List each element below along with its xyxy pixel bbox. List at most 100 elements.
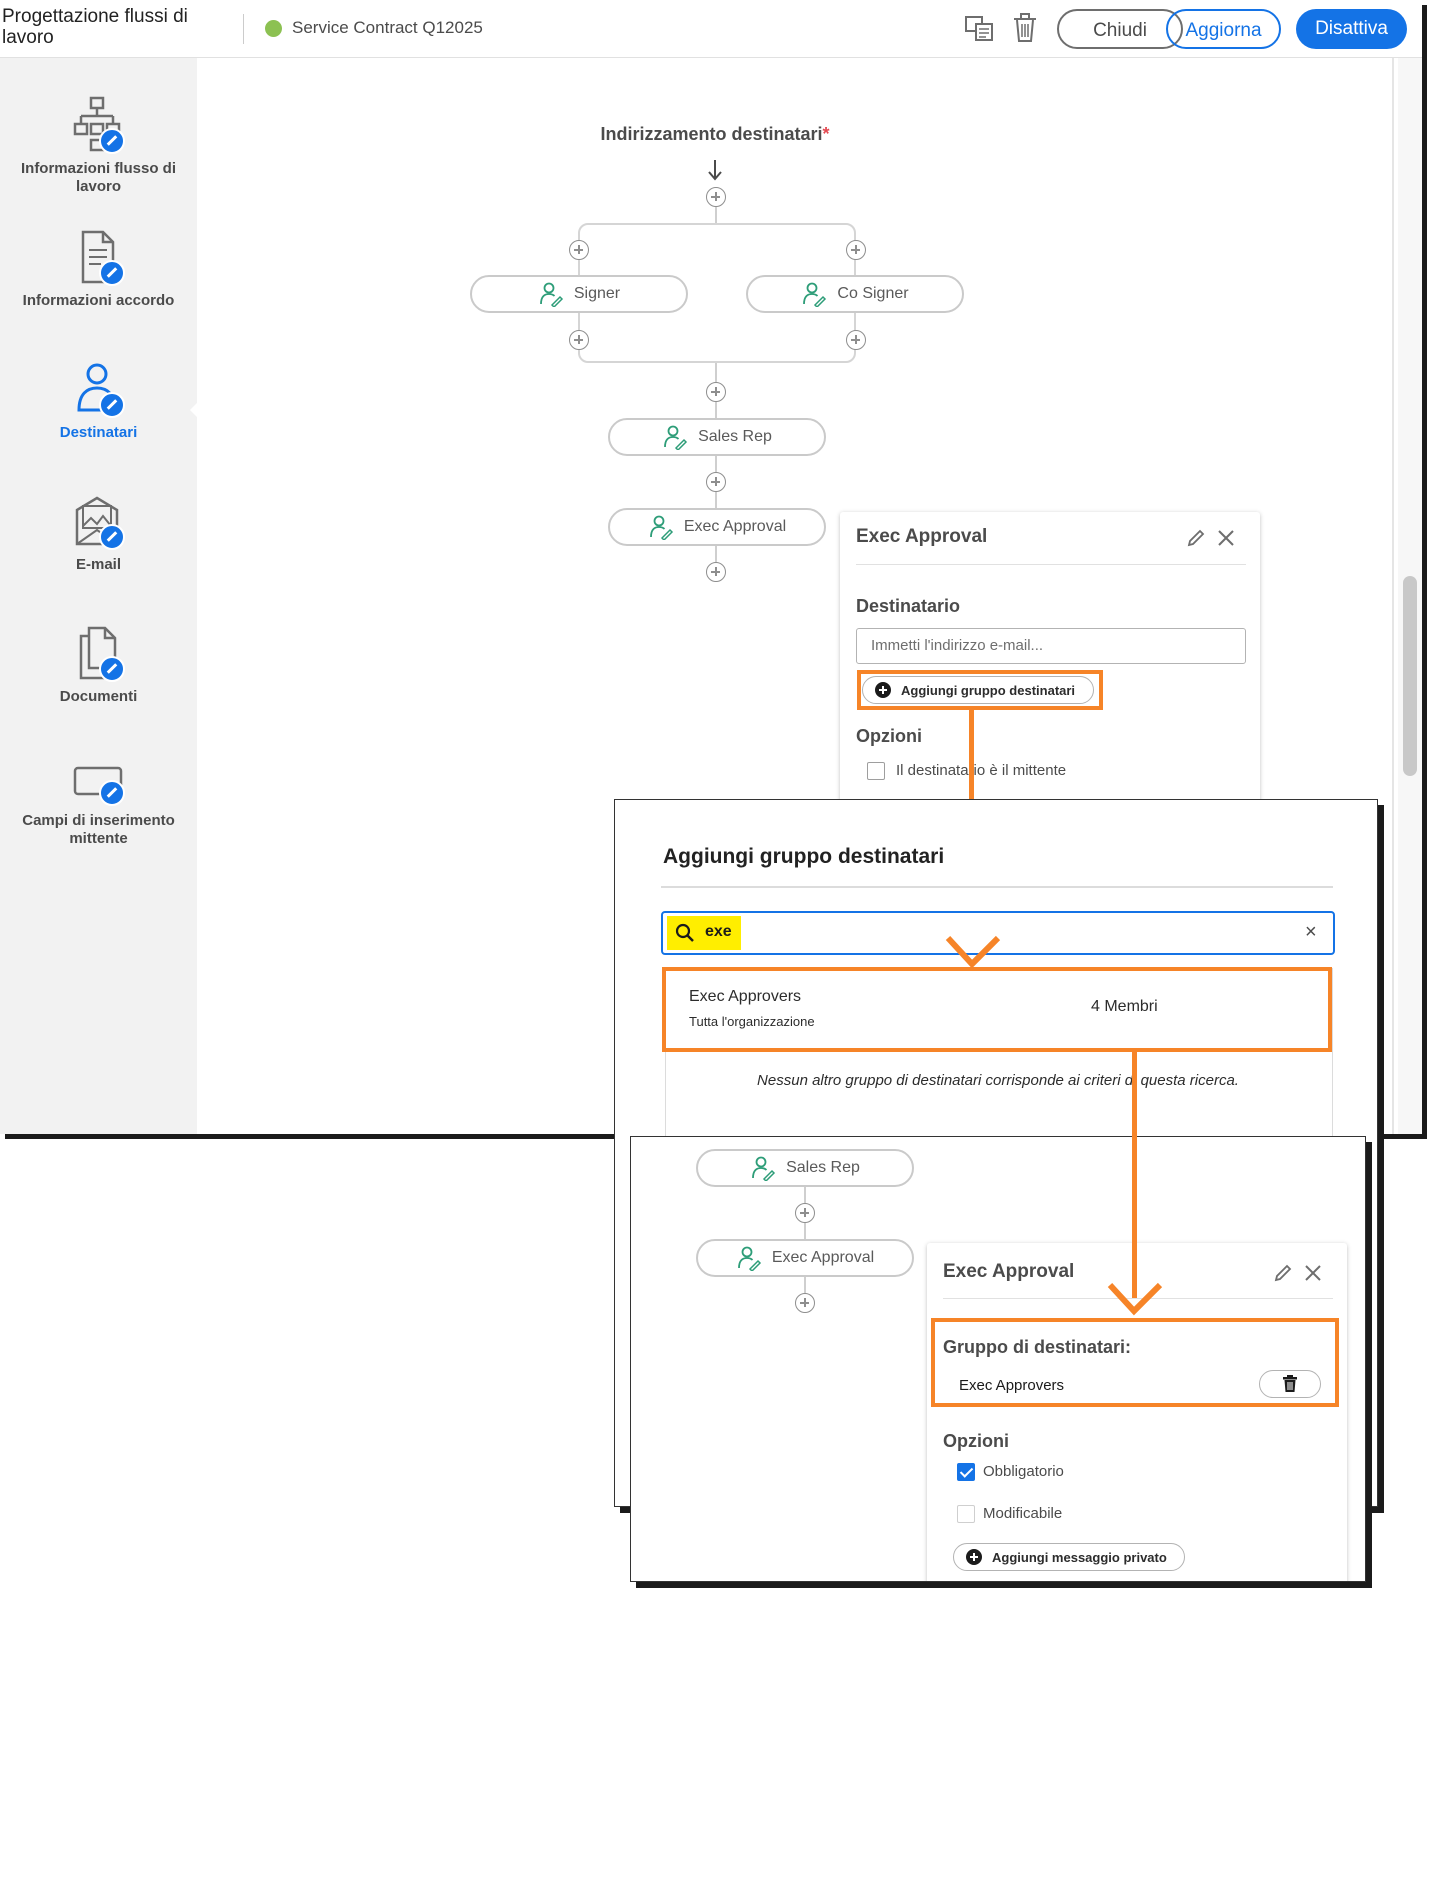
close-icon[interactable] [1216,528,1236,553]
button-label: Aggiungi gruppo destinatari [901,682,1076,698]
active-indicator [190,400,200,420]
email-image-icon [69,492,129,552]
required-marker: * [822,124,830,144]
scrollbar-thumb[interactable] [1403,576,1417,776]
trash-icon[interactable] [1012,13,1038,48]
clear-search-icon[interactable]: × [1305,921,1317,943]
add-icon [875,682,891,698]
pencil-icon[interactable] [1186,528,1206,553]
recipient-properties-popover: Exec Approval Gruppo di destinatari: Exe… [927,1243,1347,1581]
editable-checkbox[interactable] [957,1505,975,1523]
add-icon [966,1549,982,1565]
close-icon[interactable] [1303,1263,1323,1288]
documents-icon [69,624,129,684]
recipient-node-cosigner[interactable]: Co Signer [746,275,964,313]
remove-group-button[interactable] [1259,1370,1321,1398]
update-button[interactable]: Aggiorna [1166,9,1281,49]
sender-fields-icon [69,758,129,808]
status-dot [265,20,282,37]
recipient-node-exec-approval[interactable]: Exec Approval [608,508,826,546]
popover-divider [856,564,1246,565]
connector [715,363,717,383]
search-input[interactable]: exe × [661,911,1335,955]
edit-badge-icon [98,260,125,286]
email-field[interactable]: Immetti l'indirizzo e-mail... [856,628,1246,664]
sidebar-item-recipients[interactable]: Destinatari [0,360,197,442]
deactivate-button[interactable]: Disattiva [1296,9,1407,49]
canvas-edge [1392,58,1394,1134]
result-group-name: Exec Approvers [689,988,802,1005]
sender-is-recipient-checkbox[interactable] [867,762,885,780]
add-step-icon[interactable] [795,1203,815,1223]
recipient-node-sales-rep[interactable]: Sales Rep [608,418,826,456]
edit-badge-icon [98,392,125,418]
copy-icon[interactable] [965,15,995,48]
sidebar-item-label: Campi di inserimento mittente [22,812,175,847]
recipient-icon [69,360,129,420]
main-window: Progettazione flussi di lavoro Service C… [0,0,1422,1134]
sidebar-item-documents[interactable]: Documenti [0,624,197,706]
search-icon [675,923,695,948]
annotation-arrowhead [1106,1281,1164,1322]
pencil-icon[interactable] [1273,1263,1293,1288]
recipient-node-exec-approval[interactable]: Exec Approval [696,1239,914,1277]
node-label: Signer [573,285,621,302]
result-group-scope: Tutta l'organizzazione [689,1014,815,1029]
highlight-add-group [857,670,1103,710]
result-member-count: 4 Membri [1091,998,1158,1015]
sidebar: Informazioni flusso di lavoro Informazio… [0,58,197,1134]
sidebar-item-sender-fields[interactable]: Campi di inserimento mittente [0,758,197,848]
connector [715,492,717,508]
options-label: Opzioni [943,1431,1009,1451]
add-step-icon[interactable] [706,562,726,582]
connector [715,456,717,472]
options-label: Opzioni [856,726,922,746]
sender-is-recipient-label: Il destinatario è il mittente [896,762,1067,779]
annotation-arrow-line [1132,1052,1137,1298]
add-step-icon[interactable] [706,187,726,207]
add-step-icon[interactable] [569,240,589,260]
node-label: Exec Approval [771,1249,875,1266]
signer-person-icon [539,282,563,307]
sidebar-item-agreement-info[interactable]: Informazioni accordo [0,228,197,310]
workflow-hierarchy-icon [69,96,129,156]
trash-icon [1282,1375,1298,1398]
edit-badge-icon [98,780,125,806]
sidebar-item-label: Documenti [59,688,138,705]
add-step-icon[interactable] [846,240,866,260]
no-more-results: Nessun altro gruppo di destinatari corri… [757,1072,1239,1089]
document-icon [69,228,129,288]
header-divider [243,14,244,44]
required-checkbox[interactable] [957,1463,975,1481]
recipient-node-sales-rep[interactable]: Sales Rep [696,1149,914,1187]
sidebar-item-email[interactable]: E-mail [0,492,197,574]
add-step-icon[interactable] [795,1293,815,1313]
edit-badge-icon [98,656,125,682]
edit-badge-icon [98,524,125,550]
result-row[interactable]: Exec Approvers Tutta l'organizzazione 4 … [667,968,1327,1048]
recipient-properties-popover: Exec Approval Destinatario Immetti l'ind… [840,512,1260,812]
updated-flow-screenshot: Sales Rep Exec Approval Exec Approval Gr… [630,1136,1366,1582]
sidebar-item-label: Destinatari [59,424,138,441]
add-step-icon[interactable] [846,330,866,350]
sidebar-item-label: Informazioni accordo [22,292,175,309]
app-title: Progettazione flussi di lavoro [2,6,188,48]
flow-title-text: Indirizzamento destinatari [600,124,823,144]
dialog-title: Aggiungi gruppo destinatari [663,845,945,868]
add-step-icon[interactable] [569,330,589,350]
button-label: Aggiungi messaggio privato [992,1549,1167,1565]
add-private-message-button[interactable]: Aggiungi messaggio privato [953,1543,1185,1571]
top-bar: Progettazione flussi di lavoro Service C… [0,0,1422,58]
editable-label: Modificabile [983,1505,1063,1522]
sidebar-item-label: Informazioni flusso di lavoro [20,160,176,195]
node-label: Co Signer [837,285,909,302]
add-step-icon[interactable] [706,472,726,492]
edit-badge-icon [98,128,125,154]
popover-title: Exec Approval [856,526,988,547]
close-button[interactable]: Chiudi [1057,9,1183,49]
add-step-icon[interactable] [706,382,726,402]
recipient-node-signer[interactable]: Signer [470,275,688,313]
sidebar-item-workflow-info[interactable]: Informazioni flusso di lavoro [0,96,197,196]
add-recipient-group-button[interactable]: Aggiungi gruppo destinatari [862,676,1094,704]
highlight-recipient-group [931,1318,1339,1407]
